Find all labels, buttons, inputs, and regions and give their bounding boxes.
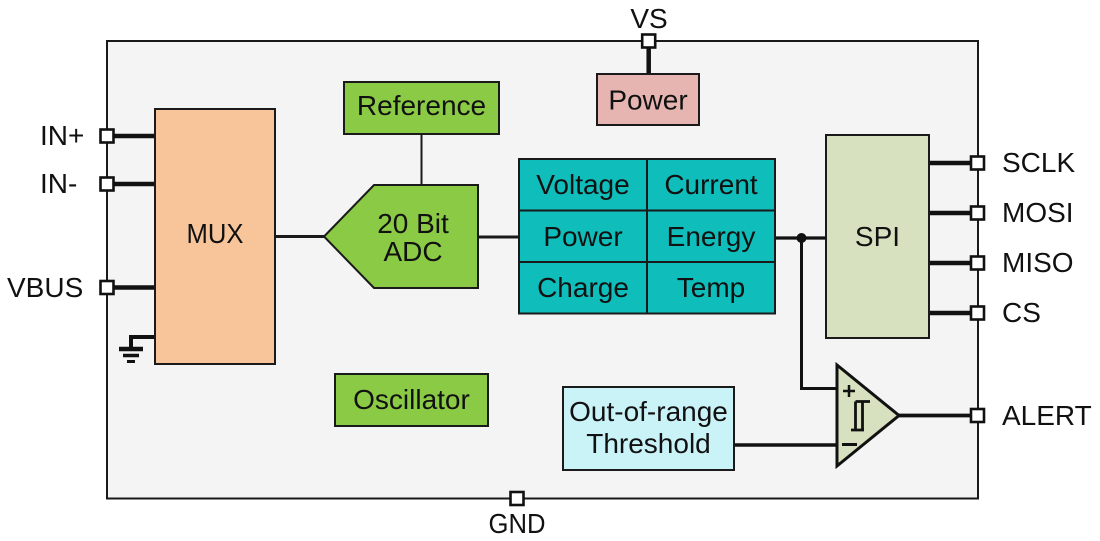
svg-text:Power: Power [608, 85, 687, 116]
svg-text:Power: Power [543, 221, 622, 252]
svg-text:IN+: IN+ [40, 120, 84, 151]
svg-text:Charge: Charge [537, 272, 629, 303]
svg-text:IN-: IN- [40, 168, 77, 199]
svg-text:Energy: Energy [667, 221, 756, 252]
svg-text:ADC: ADC [383, 236, 442, 267]
svg-text:20 Bit: 20 Bit [377, 208, 449, 239]
svg-text:Current: Current [664, 169, 758, 200]
svg-text:VS: VS [630, 3, 667, 34]
svg-text:Temp: Temp [677, 272, 745, 303]
svg-text:Oscillator: Oscillator [353, 384, 470, 415]
svg-text:SCLK: SCLK [1002, 147, 1075, 178]
svg-text:MISO: MISO [1002, 247, 1074, 278]
svg-text:Out-of-range: Out-of-range [569, 396, 728, 427]
svg-text:GND: GND [489, 508, 546, 539]
svg-text:Voltage: Voltage [536, 169, 629, 200]
svg-text:MUX: MUX [187, 218, 244, 249]
svg-text:SPI: SPI [855, 221, 900, 252]
svg-text:VBUS: VBUS [7, 272, 83, 303]
svg-text:Threshold: Threshold [586, 428, 711, 459]
svg-text:Reference: Reference [357, 90, 486, 121]
svg-text:MOSI: MOSI [1002, 197, 1074, 228]
svg-text:ALERT: ALERT [1002, 400, 1092, 431]
svg-text:CS: CS [1002, 297, 1041, 328]
